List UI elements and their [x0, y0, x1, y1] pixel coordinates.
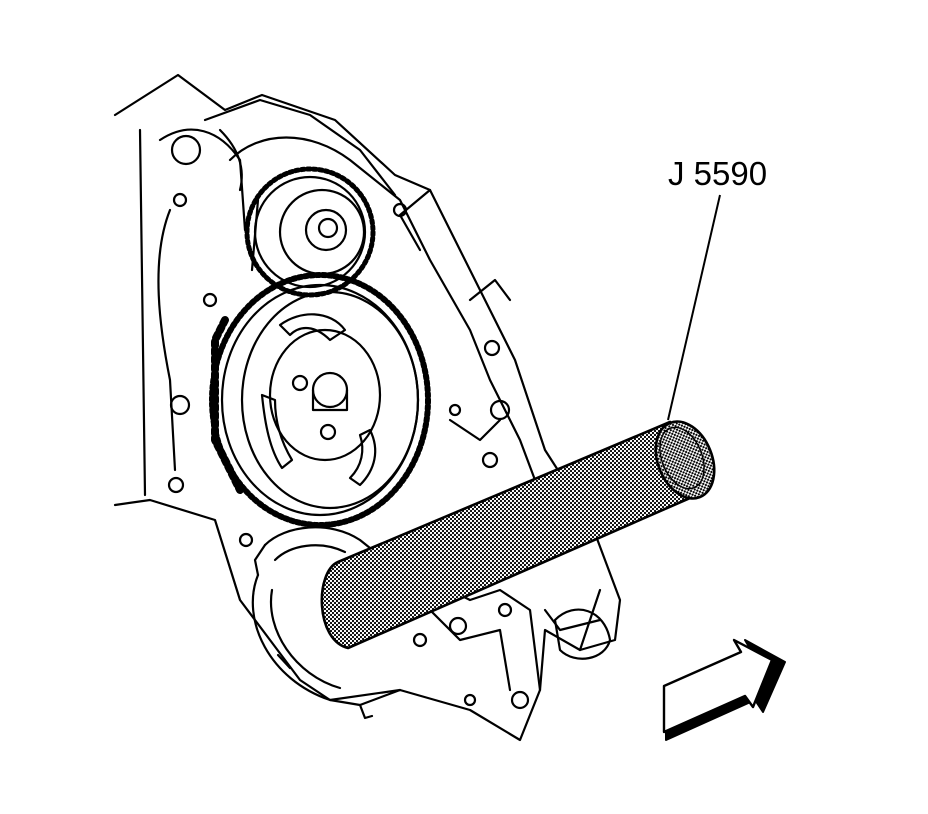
tool-callout-label: J 5590	[668, 155, 768, 192]
direction-arrow	[662, 638, 786, 741]
engine-block	[113, 73, 622, 742]
lower-gear	[209, 272, 431, 528]
callout-leader-line	[667, 194, 721, 421]
installer-tool	[320, 420, 716, 650]
front-seal	[251, 526, 402, 720]
